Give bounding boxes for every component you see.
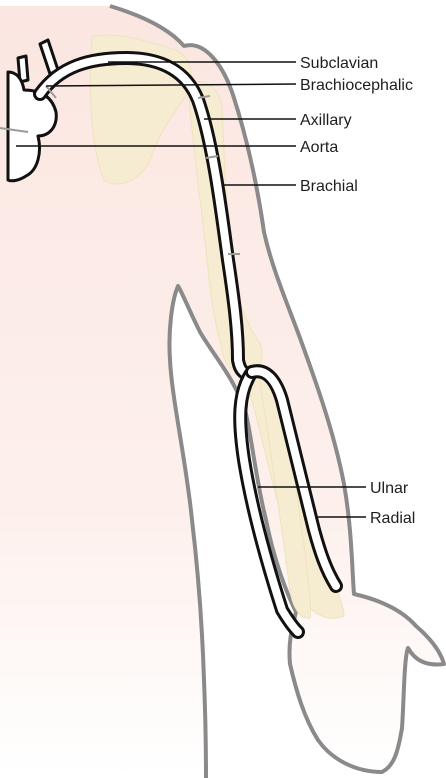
label-subclavian: Subclavian: [300, 55, 378, 72]
label-brachial: Brachial: [300, 178, 358, 195]
label-brachiocephalic: Brachiocephalic: [300, 77, 413, 94]
label-ulnar: Ulnar: [370, 480, 409, 497]
label-axillary: Axillary: [300, 112, 352, 129]
label-aorta: Aorta: [300, 139, 338, 156]
label-radial: Radial: [370, 510, 415, 527]
